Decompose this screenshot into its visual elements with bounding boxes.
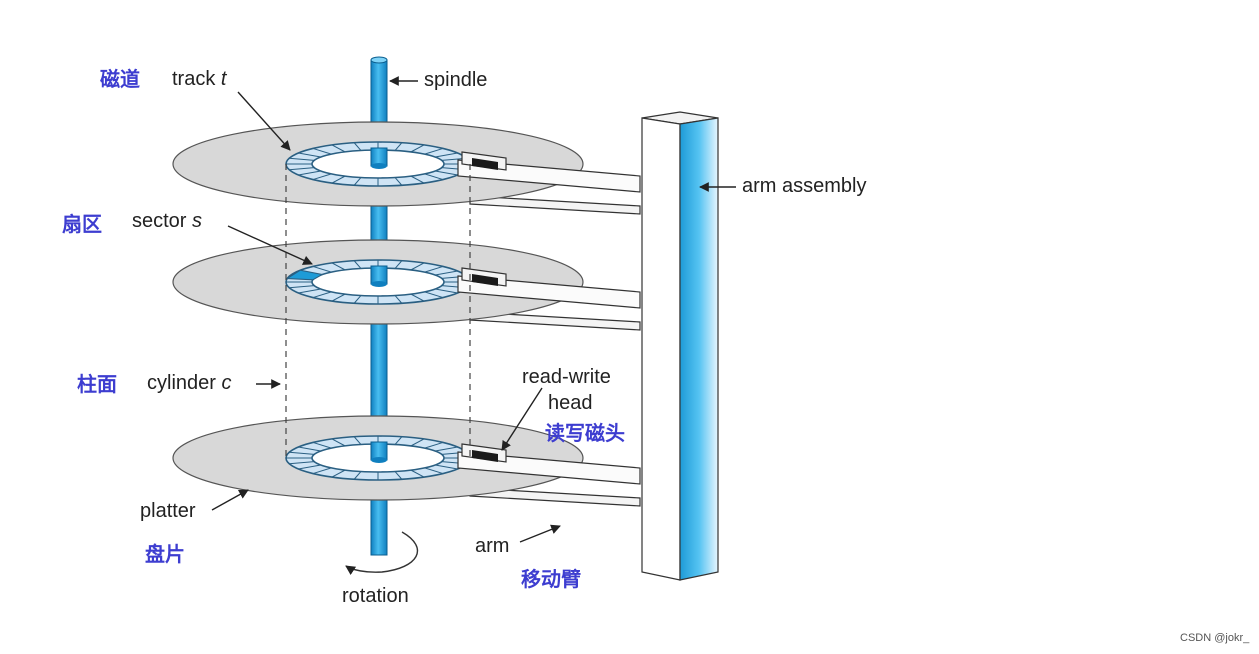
sector-divider (298, 464, 321, 470)
platter-arrow (211, 489, 249, 511)
sector-divider (394, 295, 403, 304)
sector-divider (424, 265, 444, 273)
sector-divider (331, 175, 346, 184)
read-write-head-zh-label: 读写磁头 (545, 421, 625, 445)
sector-divider (312, 265, 332, 273)
sector-divider (353, 436, 362, 445)
sector-divider (331, 262, 346, 271)
spindle-hub (371, 281, 387, 287)
sector-divider (410, 293, 425, 302)
platter-3 (172, 415, 584, 501)
spindle-top (370, 56, 388, 64)
watermark: CSDN @jokr_ (1180, 632, 1250, 644)
arm-zh-label: 移动臂 (521, 567, 581, 591)
sector-arrow (227, 225, 313, 265)
track-zh-label: 磁道 (100, 67, 140, 91)
sector-divider (353, 260, 362, 269)
arm-arrow (519, 524, 561, 543)
platter-1 (172, 121, 584, 207)
sector-divider (394, 177, 403, 186)
cylinder-zh-label: 柱面 (77, 372, 117, 396)
sector-divider (435, 446, 458, 452)
sector-divider (394, 436, 403, 445)
read-write-head-3 (472, 450, 498, 462)
arm-label: arm (475, 535, 510, 557)
arm-assembly-face (641, 117, 681, 581)
sector-divider (312, 441, 332, 449)
head-label: head (548, 392, 593, 414)
sector-divider (424, 173, 444, 181)
sector-divider (424, 291, 444, 299)
sector-divider (331, 469, 346, 478)
sector-label: sector s (132, 210, 203, 232)
platter-2 (172, 239, 584, 325)
sector-divider (410, 175, 425, 184)
sector-divider (331, 144, 346, 153)
sector-divider (394, 142, 403, 151)
sector-divider (298, 288, 321, 294)
sector-divider (410, 262, 425, 271)
sector-divider (331, 438, 346, 447)
sector-divider (410, 469, 425, 478)
sector-divider (353, 471, 362, 480)
sector-divider (331, 293, 346, 302)
sector-divider (435, 288, 458, 294)
spindle-hub (371, 163, 387, 169)
sector-divider (289, 285, 315, 289)
sector-divider (410, 438, 425, 447)
spindle-label: spindle (424, 69, 488, 91)
sector-divider (312, 467, 332, 475)
spindle-hub (371, 457, 387, 463)
sector-divider (435, 270, 458, 276)
sector-divider (289, 451, 315, 455)
sector-divider (312, 147, 332, 155)
read-write-head-1 (472, 158, 498, 170)
sector-divider (298, 170, 321, 176)
head-arrow (501, 387, 543, 451)
sector-divider (435, 152, 458, 158)
sector-divider (353, 295, 362, 304)
sector-divider (312, 173, 332, 181)
sector-divider (394, 260, 403, 269)
cylinder-label: cylinder c (147, 372, 232, 394)
sector-divider (353, 177, 362, 186)
sector-divider (289, 167, 315, 171)
highlighted-sector (285, 269, 324, 281)
sector-divider (298, 446, 321, 452)
sector-divider (394, 471, 403, 480)
read-write-head-2 (472, 274, 498, 286)
platter-stack (172, 121, 641, 507)
sector-divider (424, 441, 444, 449)
sector-divider (435, 170, 458, 176)
label-arrows (211, 76, 736, 575)
sector-divider (424, 147, 444, 155)
sector-divider (289, 157, 315, 161)
sector-divider (353, 142, 362, 151)
rotation-arrow (345, 531, 419, 575)
read-write-label: read-write (522, 366, 611, 388)
sector-divider (435, 464, 458, 470)
rotation-label: rotation (342, 585, 409, 607)
track-label: track t (172, 68, 227, 90)
sector-zh-label: 扇区 (62, 212, 102, 236)
sector-divider (410, 144, 425, 153)
platter-zh-label: 盘片 (145, 542, 185, 566)
platter-label: platter (140, 500, 196, 522)
sector-divider (298, 152, 321, 158)
arm-assembly-label: arm assembly (742, 175, 867, 197)
sector-divider (424, 467, 444, 475)
sector-divider (289, 461, 315, 465)
arm-assembly-side (679, 117, 719, 581)
sector-divider (312, 291, 332, 299)
track-arrow (237, 91, 291, 151)
